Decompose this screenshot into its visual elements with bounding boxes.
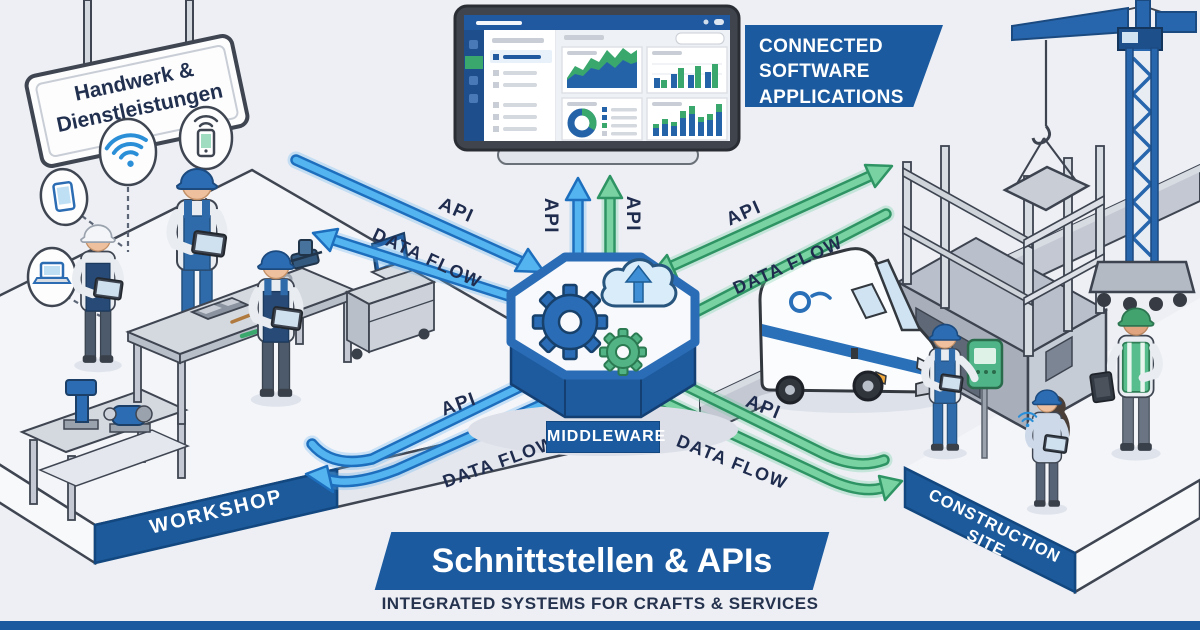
worker-craftsman-3 [248, 250, 304, 407]
window-opening [1045, 335, 1073, 383]
arrow-dataflow-top-left [311, 227, 564, 319]
worker-builder-3 [1089, 307, 1163, 461]
crane-load-slab [1002, 165, 1091, 212]
hard-hat-icon [175, 168, 219, 190]
construction-banner [903, 465, 1077, 595]
hard-hat-icon [1117, 307, 1155, 327]
drill-press-icon [63, 379, 99, 430]
dashboard-monitor [453, 4, 741, 165]
safety-vest [1121, 341, 1151, 393]
laptop-icon [32, 261, 72, 284]
tower-crane [1002, 0, 1197, 311]
chart-area-icon [561, 46, 643, 94]
gear-icon [531, 283, 609, 361]
chart-donut-icon [561, 97, 643, 141]
bench-grinder-icon [103, 405, 153, 433]
tablet-icon [191, 230, 228, 258]
hard-hat-icon [257, 250, 295, 270]
middleware-hub [468, 252, 738, 456]
tablet-icon [270, 306, 304, 331]
tablet-icon [938, 373, 964, 393]
worker-builder-1 [921, 323, 979, 460]
workshop-banner [93, 467, 339, 565]
middleware-label: MIDDLEWARE [546, 421, 665, 453]
tablet-icon [52, 181, 76, 212]
page-subtitle: INTEGRATED SYSTEMS FOR CRAFTS & SERVICES [381, 594, 819, 613]
vise-icon [287, 239, 323, 270]
company-logo-icon [789, 291, 832, 313]
wifi-icon [104, 133, 148, 167]
clipboard-icon [1089, 371, 1116, 404]
search-input [675, 32, 725, 45]
hard-hat-icon [80, 224, 116, 243]
worker-builder-2 [1017, 389, 1070, 515]
worker-craftsman-1 [72, 224, 124, 373]
api-label-center-green: API [622, 195, 644, 233]
chart-stacked-bar-icon [646, 97, 728, 141]
badge-line-3: APPLICATIONS [759, 86, 904, 108]
wifi-icon [1017, 411, 1038, 428]
page-title: Schnittstellen & APIs [431, 542, 773, 580]
hard-hat-icon [928, 323, 962, 341]
badge-line-1: CONNECTED [759, 36, 883, 57]
tablet-icon [93, 277, 124, 301]
arrow-dataflow-bottom-right [655, 393, 904, 502]
api-label-center-blue: API [540, 197, 562, 235]
machine-bench [19, 379, 191, 521]
chart-bar-icon [646, 46, 728, 94]
device-badge-phone [178, 105, 234, 171]
smartphone-icon [193, 114, 219, 158]
connected-apps-badge: CONNECTED SOFTWARE APPLICATIONS [745, 25, 943, 107]
device-badge-wifi [98, 117, 158, 187]
badge-line-2: SOFTWARE [759, 61, 870, 83]
gear-icon [599, 328, 647, 376]
device-badge-tablet [39, 167, 89, 227]
construction-building [895, 145, 1109, 433]
cloud-upload-icon [600, 258, 678, 308]
arrow-dataflow-bottom-left [304, 391, 561, 494]
hard-hat-icon [1031, 389, 1063, 406]
crane-hook-icon [1031, 125, 1051, 145]
device-badge-laptop [26, 246, 78, 308]
arrow-api-bottom-right [654, 369, 893, 473]
footer-accent-bar [0, 621, 1200, 630]
tablet-icon [1042, 434, 1069, 454]
toolbox-icon [189, 297, 251, 320]
title-banner: Schnittstellen & APIs [374, 532, 830, 590]
arrow-api-top-left [287, 151, 546, 274]
